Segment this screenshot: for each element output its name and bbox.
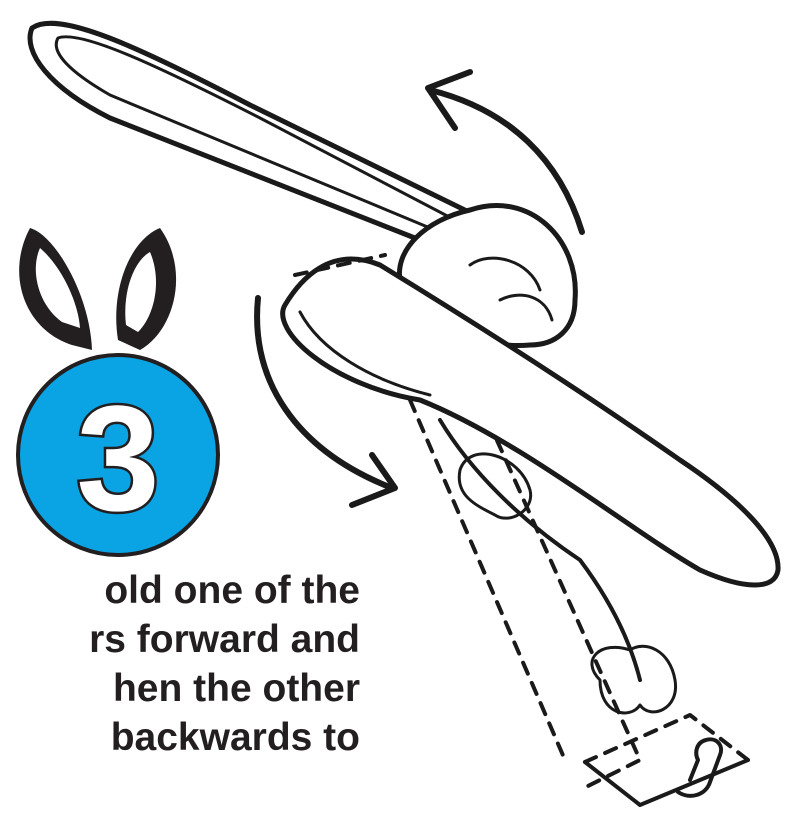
step-number: 3 (76, 374, 159, 542)
step-instructions: old one of the rs forward and hen the ot… (0, 566, 360, 762)
base-tab (585, 760, 748, 805)
step-badge: 3 (18, 228, 218, 555)
instruction-line-3: hen the other (0, 664, 360, 713)
bunny-ears-icon (19, 228, 176, 350)
back-ear (30, 23, 475, 240)
instruction-line-4: backwards to (0, 713, 360, 762)
base-tab-dashed (585, 715, 748, 762)
instruction-line-2: rs forward and (0, 615, 360, 664)
instruction-line-1: old one of the (0, 566, 360, 615)
